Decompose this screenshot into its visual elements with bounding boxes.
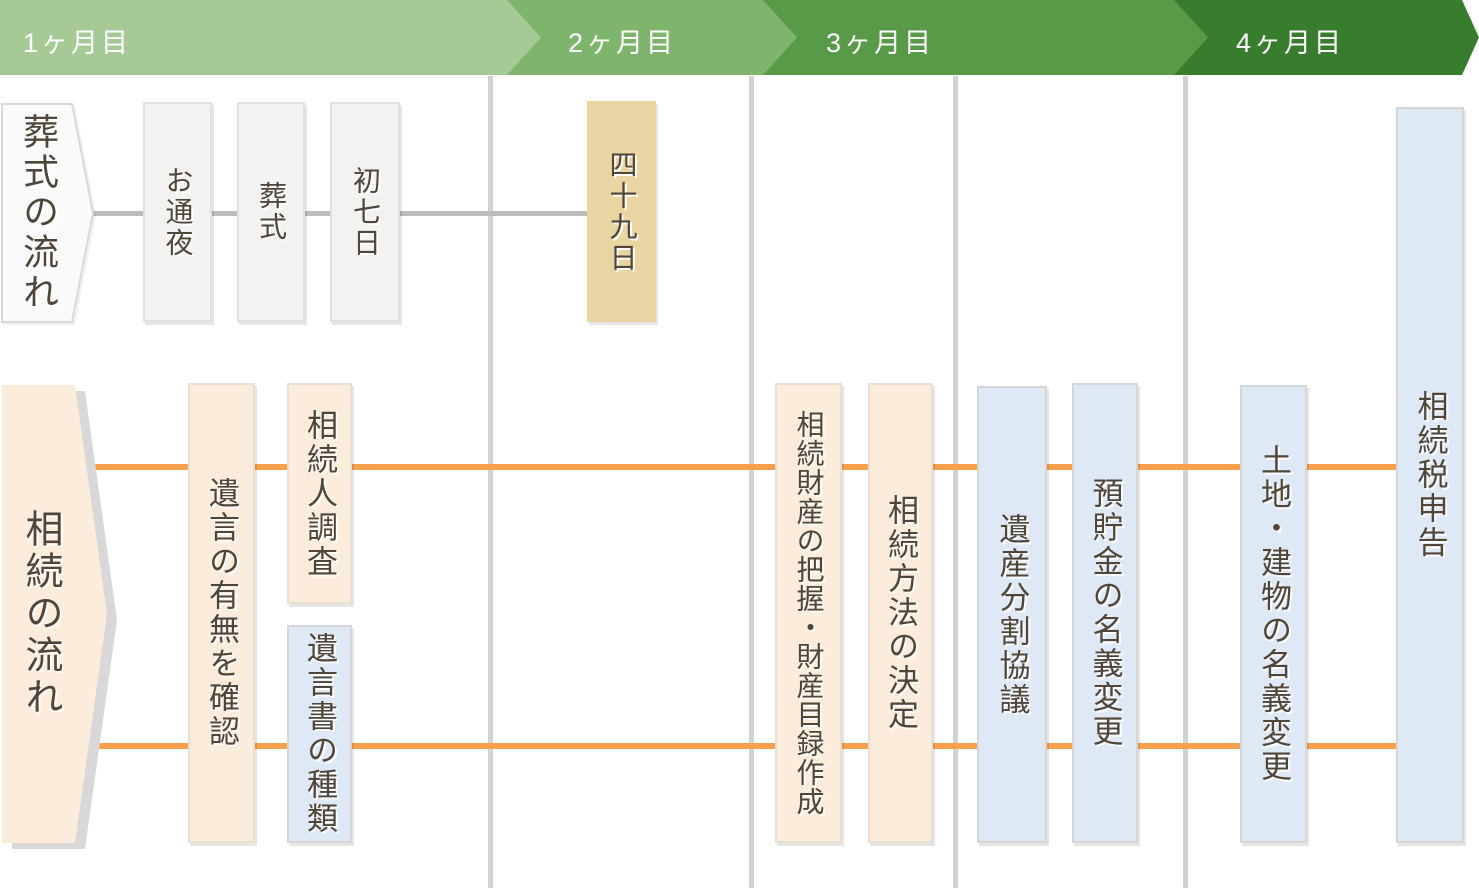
month-segment-3: [763, 0, 1208, 75]
month-divider-1: [488, 76, 493, 888]
inheritance-step-division-agreement: 遺産分割協議: [977, 386, 1047, 843]
inheritance-step-property-name-change-label: 土地・建物の名義変更: [1256, 444, 1291, 784]
inheritance-step-asset-inventory: 相続財産の把握・財産目録作成: [775, 383, 842, 843]
inheritance-step-bank-name-change: 預貯金の名義変更: [1072, 383, 1138, 843]
month-divider-2: [749, 76, 754, 888]
inheritance-step-tax-filing-label: 相続税申告: [1412, 390, 1448, 560]
funeral-step-seventh-day-label: 初七日: [350, 165, 381, 259]
inheritance-step-will-types-label: 遺言書の種類: [302, 632, 337, 836]
funeral-flow-label-text: 葬式の流れ: [18, 113, 59, 313]
funeral-flow-label: 葬式の流れ: [0, 100, 100, 326]
inheritance-step-will-types: 遺言書の種類: [287, 625, 352, 843]
inheritance-step-heir-investigation: 相続人調査: [287, 383, 352, 604]
inheritance-flow-pentagon: [2, 385, 107, 843]
inheritance-step-will-check: 遺言の有無を確認: [188, 383, 255, 843]
month-label-3: 3ヶ月目: [826, 28, 935, 58]
funeral-step-wake-label: お通夜: [162, 165, 194, 259]
inheritance-flow-label: 相続の流れ: [0, 379, 125, 849]
inheritance-step-will-check-label: 遺言の有無を確認: [204, 477, 239, 749]
inheritance-step-tax-filing: 相続税申告: [1396, 107, 1464, 843]
funeral-step-49th-day-label: 四十九日: [606, 149, 638, 274]
inheritance-timeline-line-upper: [92, 464, 1397, 470]
funeral-step-seventh-day: 初七日: [330, 102, 400, 322]
funeral-step-49th-day: 四十九日: [587, 101, 656, 322]
month-label-1: 1ヶ月目: [23, 28, 132, 58]
month-segment-4: [1170, 0, 1479, 75]
month-divider-4: [1183, 76, 1188, 888]
month-segment-1: [0, 0, 541, 75]
month-label-2: 2ヶ月目: [568, 28, 677, 58]
month-divider-3: [953, 76, 958, 888]
funeral-step-wake: お通夜: [143, 102, 212, 322]
month-label-4: 4ヶ月目: [1236, 28, 1345, 58]
funeral-step-funeral-label: 葬式: [256, 181, 287, 243]
month-segment-2: [507, 0, 797, 75]
inheritance-step-method-decision: 相続方法の決定: [868, 383, 933, 843]
inheritance-step-asset-inventory-label: 相続財産の把握・財産目録作成: [793, 410, 825, 816]
inheritance-step-property-name-change: 土地・建物の名義変更: [1240, 385, 1307, 843]
inheritance-flow-label-text: 相続の流れ: [19, 509, 61, 719]
funeral-flow-pentagon: [1, 103, 95, 323]
inheritance-step-bank-name-change-label: 預貯金の名義変更: [1087, 477, 1123, 749]
inheritance-step-method-decision-label: 相続方法の決定: [883, 494, 918, 732]
funeral-step-funeral: 葬式: [237, 102, 305, 322]
inheritance-timeline-line-lower: [92, 743, 1397, 749]
inheritance-step-division-agreement-label: 遺産分割協議: [994, 512, 1030, 717]
inheritance-step-heir-investigation-label: 相続人調査: [302, 408, 337, 579]
